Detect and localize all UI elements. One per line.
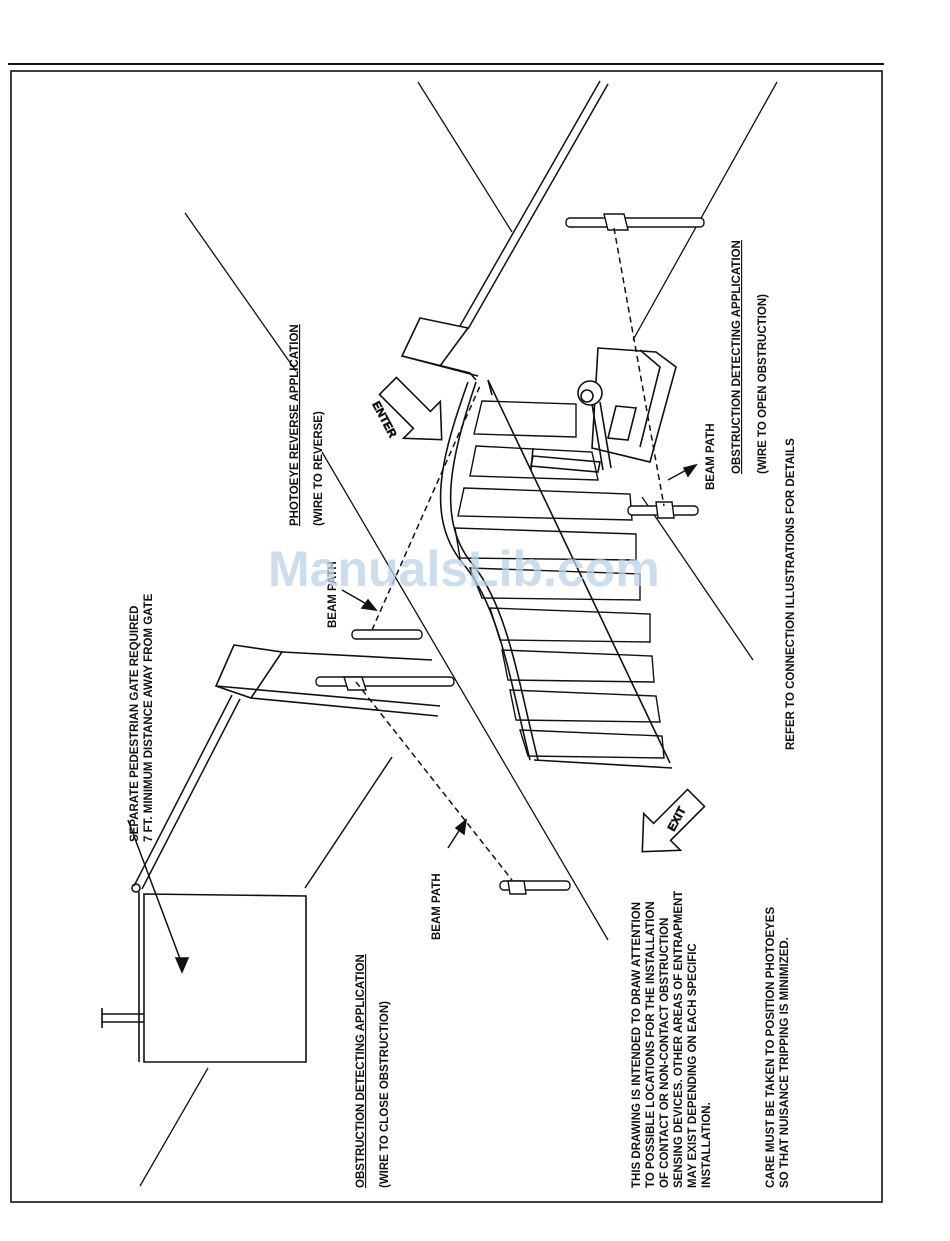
obstruction-close-title: OBSTRUCTION DETECTING APPLICATION: [355, 954, 367, 1188]
obstruction-open-subtitle: (WIRE TO OPEN OBSTRUCTION): [757, 294, 769, 474]
beam-paths: [355, 227, 665, 881]
photoeye-right-post: [565, 213, 705, 231]
note-line-6: INSTALLATION.: [701, 1102, 713, 1188]
photoeye-left-post: [315, 676, 455, 691]
beam-path-right-label: BEAM PATH: [705, 423, 717, 490]
photoeye-right-receiver: [627, 501, 699, 519]
care-line-1: CARE MUST BE TAKEN TO POSITION PHOTOEYES: [765, 907, 777, 1188]
care-line-2: SO THAT NUISANCE TRIPPING IS MINIMIZED.: [779, 937, 791, 1188]
right-fence: [459, 80, 609, 330]
installation-note: THIS DRAWING IS INTENDED TO DRAW ATTENTI…: [631, 891, 713, 1188]
pedestrian-gate-label-line1: SEPARATE PEDESTRIAN GATE REQUIRED: [129, 606, 141, 842]
background-lines: [139, 81, 778, 1187]
refer-note: REFER TO CONNECTION ILLUSTRATIONS FOR DE…: [785, 438, 797, 750]
obstruction-open-title: OBSTRUCTION DETECTING APPLICATION: [731, 240, 743, 474]
pedestrian-gate: [101, 883, 307, 1063]
beam-path-left-line: [355, 681, 513, 881]
obstruction-close-subtitle: (WIRE TO CLOSE OBSTRUCTION): [379, 1001, 391, 1188]
photoeye-middle-post: [351, 629, 423, 640]
left-pillar: [214, 644, 441, 717]
beam-path-middle-label: BEAM PATH: [327, 561, 339, 628]
right-pillar: [400, 317, 479, 381]
gate-panels: [454, 400, 665, 759]
photoeye-left-receiver: [499, 880, 571, 895]
gate-operator: [530, 347, 677, 473]
left-fence: [133, 694, 393, 890]
note-line-3: OF CONTACT OR NON-CONTACT OBSTRUCTION: [659, 918, 671, 1188]
enter-arrow: [378, 376, 443, 441]
beam-path-left-label: BEAM PATH: [431, 873, 443, 940]
note-line-5: MAY EXIST DEPENDING ON EACH SPECIFIC: [687, 943, 699, 1188]
note-line-2: TO POSSIBLE LOCATIONS FOR THE INSTALLATI…: [645, 901, 657, 1188]
page-frame: [10, 70, 883, 1203]
pedestrian-gate-label-line2: 7 FT. MINIMUM DISTANCE AWAY FROM GATE: [143, 593, 155, 842]
note-line-4: SENSING DEVICES. OTHER AREAS OF ENTRAPME…: [673, 891, 685, 1188]
beam-path-middle-line: [371, 385, 481, 631]
note-line-1: THIS DRAWING IS INTENDED TO DRAW ATTENTI…: [631, 902, 643, 1188]
photoeye-reverse-title: PHOTOEYE REVERSE APPLICATION: [289, 324, 301, 526]
beam-path-right-line: [613, 227, 665, 507]
exit-arrow: [641, 788, 706, 853]
pointer-arrows: [127, 463, 698, 974]
watermark: ManualsLib.com: [268, 541, 660, 597]
photoeye-reverse-subtitle: (WIRE TO REVERSE): [313, 411, 325, 526]
care-note: CARE MUST BE TAKEN TO POSITION PHOTOEYES…: [765, 907, 791, 1188]
